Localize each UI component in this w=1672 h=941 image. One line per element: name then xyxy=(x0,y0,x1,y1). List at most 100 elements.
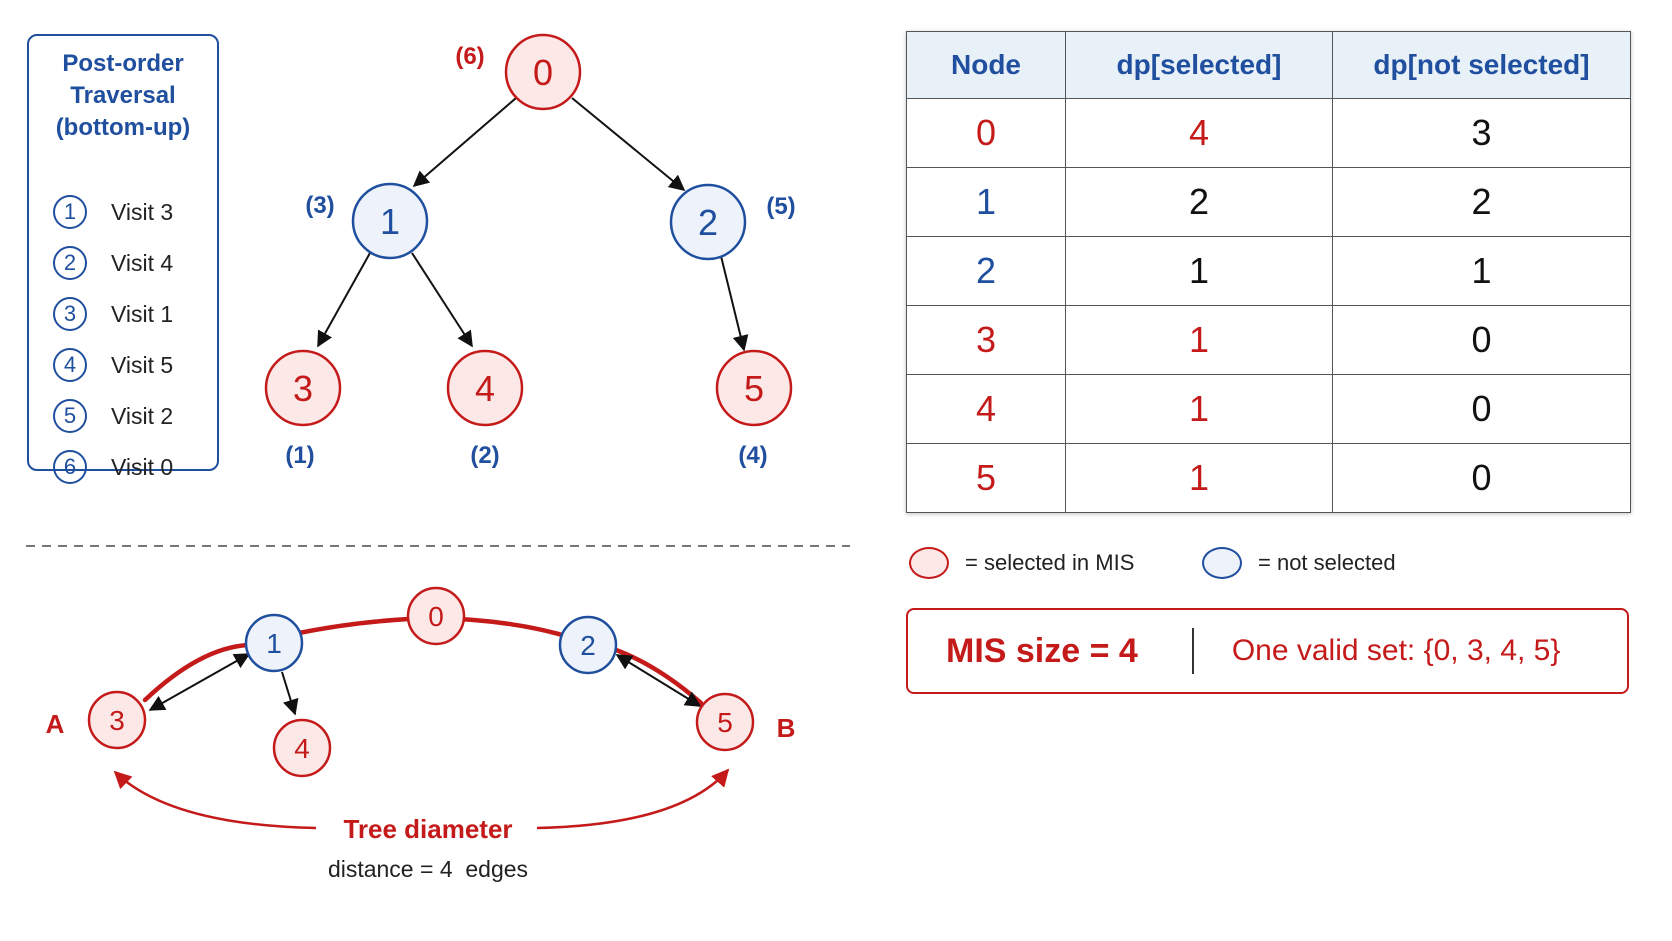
node-label: 5 xyxy=(744,368,764,409)
diameter-node-2: 2 xyxy=(558,615,618,675)
cell-dp-selected: 1 xyxy=(1065,374,1333,444)
node-label: 3 xyxy=(293,368,313,409)
step-label: Visit 3 xyxy=(111,198,174,225)
node-label: 5 xyxy=(717,707,733,738)
traversal-panel: Post-order Traversal (bottom-up) 1 Visit… xyxy=(27,34,219,484)
cell-dp-not-selected: 0 xyxy=(1332,305,1631,375)
traversal-step: 1 Visit 3 xyxy=(53,193,173,231)
cell-dp-selected: 1 xyxy=(1065,305,1333,375)
traversal-step: 4 Visit 5 xyxy=(53,346,173,384)
node-label: 0 xyxy=(428,601,444,632)
traversal-step: 3 Visit 1 xyxy=(53,295,173,333)
step-number-badge: 1 xyxy=(53,195,87,229)
visit-order-label: (3) xyxy=(305,192,334,219)
diameter-node-5: 5 xyxy=(695,692,755,752)
step-number-badge: 3 xyxy=(53,297,87,331)
node-label: 4 xyxy=(294,733,310,764)
step-number-badge: 2 xyxy=(53,246,87,280)
step-number-badge: 4 xyxy=(53,348,87,382)
column-header-selected: dp[selected] xyxy=(1065,31,1333,99)
diameter-title: Tree diameter xyxy=(343,814,512,844)
diameter-distance: distance = 4 edges xyxy=(328,856,528,882)
node-label: 0 xyxy=(533,52,553,93)
cell-node: 3 xyxy=(906,305,1066,375)
result-divider xyxy=(1191,628,1194,674)
visit-order-label: (5) xyxy=(766,193,795,220)
cell-node: 5 xyxy=(906,443,1066,513)
node-label: 3 xyxy=(109,705,125,736)
cell-dp-selected: 1 xyxy=(1065,236,1333,306)
traversal-step: 2 Visit 4 xyxy=(53,244,173,282)
tree-node-1: 1 (3) xyxy=(305,182,429,260)
diameter-node-0: 0 xyxy=(406,586,466,646)
cell-dp-not-selected: 1 xyxy=(1332,236,1631,306)
cell-dp-not-selected: 3 xyxy=(1332,98,1631,168)
visit-order-label: (4) xyxy=(738,442,767,469)
cell-dp-not-selected: 0 xyxy=(1332,443,1631,513)
traversal-step: 6 Visit 0 xyxy=(53,448,173,486)
cell-node: 0 xyxy=(906,98,1066,168)
step-number-badge: 6 xyxy=(53,450,87,484)
diameter-node-3: 3 xyxy=(87,690,147,750)
cell-node: 2 xyxy=(906,236,1066,306)
legend-selected-label: = selected in MIS xyxy=(965,550,1135,575)
diameter-node-1: 1 xyxy=(244,613,304,673)
visit-order-label: (2) xyxy=(470,442,499,469)
visit-order-label: (6) xyxy=(455,43,484,70)
tree-node-3: 3 (1) xyxy=(264,349,342,469)
table-header-row: Node dp[selected] dp[not selected] xyxy=(906,31,1631,99)
diameter-arc-right-arrow xyxy=(536,768,730,830)
tree-edges xyxy=(317,97,749,352)
legend-not-selected-label: = not selected xyxy=(1258,550,1396,575)
legend-selected: = selected in MIS xyxy=(909,547,1134,579)
endpoint-a-label: A xyxy=(46,709,65,739)
cell-dp-selected: 2 xyxy=(1065,167,1333,237)
cell-node: 4 xyxy=(906,374,1066,444)
traversal-title: Post-order Traversal (bottom-up) xyxy=(55,50,191,141)
tree-edge-0-1 xyxy=(412,97,517,188)
tree-node-5: 5 (4) xyxy=(715,349,793,469)
step-label: Visit 4 xyxy=(111,249,174,276)
tree-edge-0-2 xyxy=(571,97,686,192)
selected-swatch xyxy=(909,547,949,579)
mis-size-label: MIS size = 4 xyxy=(946,631,1138,670)
cell-dp-not-selected: 0 xyxy=(1332,374,1631,444)
node-label: 2 xyxy=(580,630,596,661)
endpoint-b-label: B xyxy=(777,713,796,743)
cell-dp-selected: 1 xyxy=(1065,443,1333,513)
tree-edge-1-4 xyxy=(411,252,473,348)
diameter-arc-left-arrow xyxy=(113,770,317,830)
step-label: Visit 5 xyxy=(111,351,174,378)
tree-node-4: 4 (2) xyxy=(446,349,524,469)
cell-dp-not-selected: 2 xyxy=(1332,167,1631,237)
step-number-badge: 5 xyxy=(53,399,87,433)
cell-dp-selected: 4 xyxy=(1065,98,1333,168)
legend-not-selected: = not selected xyxy=(1202,547,1396,579)
step-label: Visit 1 xyxy=(111,300,174,327)
tree-node-2: 2 (5) xyxy=(669,183,796,261)
tree-edge-1-3 xyxy=(317,252,371,348)
diameter-edge-2-5 xyxy=(615,654,702,707)
tree-edge-2-5 xyxy=(720,255,749,352)
node-label: 2 xyxy=(698,202,718,243)
tree-node-0: 0 (6) xyxy=(455,33,582,111)
node-label: 1 xyxy=(266,628,282,659)
mis-valid-set-label: One valid set: {0, 3, 4, 5} xyxy=(1231,634,1561,667)
diameter-edge-1-3 xyxy=(148,653,251,711)
visit-order-label: (1) xyxy=(285,442,314,469)
step-label: Visit 0 xyxy=(111,453,174,480)
column-header-node: Node xyxy=(906,31,1066,99)
diameter-edge-1-4 xyxy=(281,671,299,716)
diameter-node-4: 4 xyxy=(272,718,332,778)
node-label: 1 xyxy=(380,201,400,242)
cell-node: 1 xyxy=(906,167,1066,237)
column-header-not-selected: dp[not selected] xyxy=(1332,31,1631,99)
